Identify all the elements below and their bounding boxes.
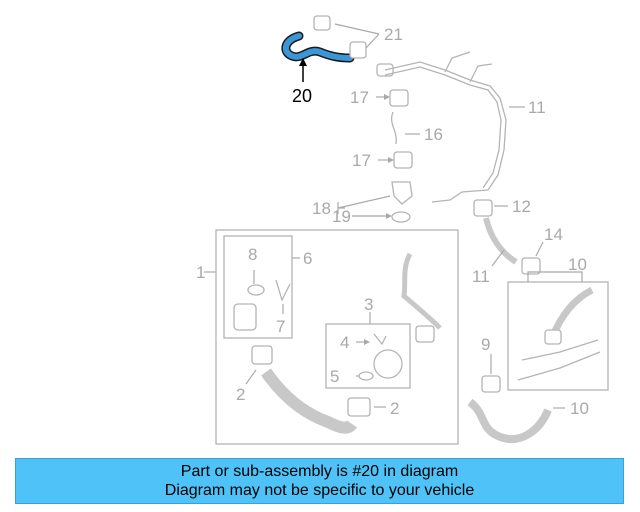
callout-11: 10 (568, 255, 587, 274)
callout-15: 14 (544, 225, 563, 244)
callout-1: 1 (196, 263, 205, 282)
banner-line-2: Diagram may not be specific to your vehi… (164, 482, 475, 499)
coolant-line (401, 252, 442, 343)
callout-21: 21 (384, 25, 403, 44)
leader-20 (299, 58, 307, 82)
part-14-clamp (473, 199, 508, 217)
callout-5: 5 (330, 367, 339, 386)
callout-19: 19 (332, 207, 351, 226)
part-17-clamp-upper (376, 89, 409, 107)
part-20-hose[interactable] (281, 31, 355, 63)
callout-2-upper: 2 (236, 385, 245, 404)
callout-16: 16 (424, 125, 443, 144)
part-18-fitting (337, 181, 413, 214)
callout-17-upper: 17 (350, 88, 369, 107)
part-10-clamp (481, 354, 501, 393)
part-15-clamp (521, 241, 544, 275)
callout-20: 20 (292, 86, 312, 106)
part-16-hose (390, 111, 420, 145)
part-13-hose (483, 217, 518, 267)
part-2-clamp-upper (245, 345, 273, 385)
callout-13: 11 (472, 267, 490, 286)
part-17-clamp-lower (378, 151, 413, 169)
callout-6: 6 (303, 249, 312, 268)
banner-line-1: Part or sub-assembly is #20 in diagram (180, 463, 459, 480)
callout-4: 4 (340, 333, 349, 352)
part-11-assembly-box (507, 271, 609, 391)
part-2-clamp-lower (347, 397, 386, 417)
part-9-hose (467, 398, 565, 444)
callout-7: 7 (276, 317, 285, 336)
callout-8: 8 (248, 245, 257, 264)
part-6-subassembly-box (223, 235, 300, 339)
callout-14: 12 (512, 197, 531, 216)
part-3-subassembly-box (325, 312, 411, 389)
callout-9: 10 (570, 399, 589, 418)
callout-3: 3 (364, 295, 373, 314)
callout-18: 18 (312, 199, 331, 218)
part-1-assembly-box (204, 229, 459, 445)
part-19-o-ring (352, 211, 411, 223)
callout-2-lower: 2 (390, 399, 399, 418)
callout-12: 11 (528, 98, 546, 117)
info-banner: Part or sub-assembly is #20 in diagram D… (15, 458, 624, 504)
callout-10: 9 (481, 335, 490, 354)
callout-17-lower: 17 (352, 151, 371, 170)
part-21-clamps (313, 15, 394, 77)
part-12-pipe (384, 51, 525, 203)
radiator-hose (261, 368, 357, 434)
